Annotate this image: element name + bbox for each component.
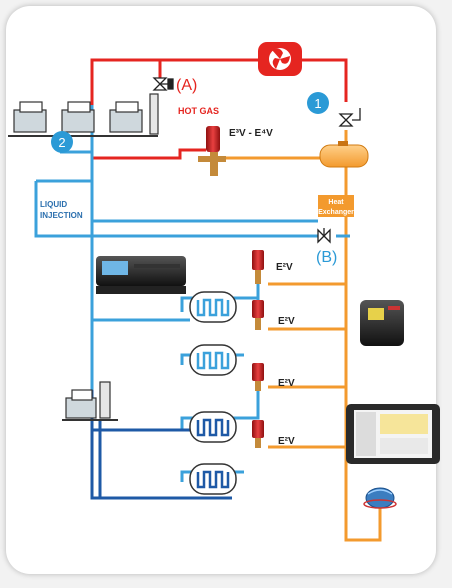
- badge-2: 2: [51, 131, 73, 153]
- e2v-valve-4-icon: [252, 420, 264, 448]
- hot-gas-label: HOT GAS: [178, 106, 219, 116]
- svg-text:2: 2: [58, 135, 65, 150]
- condenser-fan-icon: [258, 42, 302, 76]
- badge-1: 1: [307, 92, 329, 114]
- svg-text:1: 1: [314, 96, 321, 111]
- orange-lines: [226, 130, 382, 542]
- globe-icon: [363, 487, 397, 509]
- control-box-device: [360, 300, 404, 346]
- e2v-valve-2-icon: [252, 300, 264, 330]
- liquid-injection-label-1: LIQUID: [40, 200, 67, 209]
- evaporator-2: [189, 344, 237, 376]
- evaporator-3: [189, 411, 237, 443]
- evaporator-1: [189, 291, 237, 323]
- svg-text:Exchanger: Exchanger: [318, 209, 354, 216]
- touch-panel-device: [346, 404, 440, 464]
- receiver-tank-icon: [319, 141, 369, 168]
- e2v-label-3: E²V: [278, 378, 295, 389]
- compressor-unit-bottom: [62, 381, 118, 421]
- e2v-label-1: E²V: [276, 262, 293, 273]
- compressor-rack-top: [8, 93, 159, 137]
- valve-a-icon: [152, 77, 174, 91]
- controller-device: [96, 256, 186, 294]
- valve-b-icon: [317, 228, 331, 244]
- e2v-label-2: E²V: [278, 316, 295, 327]
- valve-a-label: (A): [176, 77, 197, 94]
- hot-gas-line: [90, 58, 348, 160]
- liquid-injection-label-2: INJECTION: [40, 211, 83, 220]
- exv-main-label: E³V - E⁴V: [229, 128, 273, 139]
- svg-text:Heat: Heat: [328, 199, 344, 206]
- valve-1-icon: [338, 108, 361, 127]
- e3v-e4v-valve-icon: [198, 126, 226, 176]
- e2v-valve-1-icon: [252, 250, 264, 284]
- valve-b-label: (B): [316, 249, 337, 266]
- e2v-label-4: E²V: [278, 436, 295, 447]
- heat-exchanger-box: Heat Exchanger: [318, 195, 354, 217]
- e2v-valve-3-icon: [252, 363, 264, 391]
- evaporator-4: [189, 463, 237, 495]
